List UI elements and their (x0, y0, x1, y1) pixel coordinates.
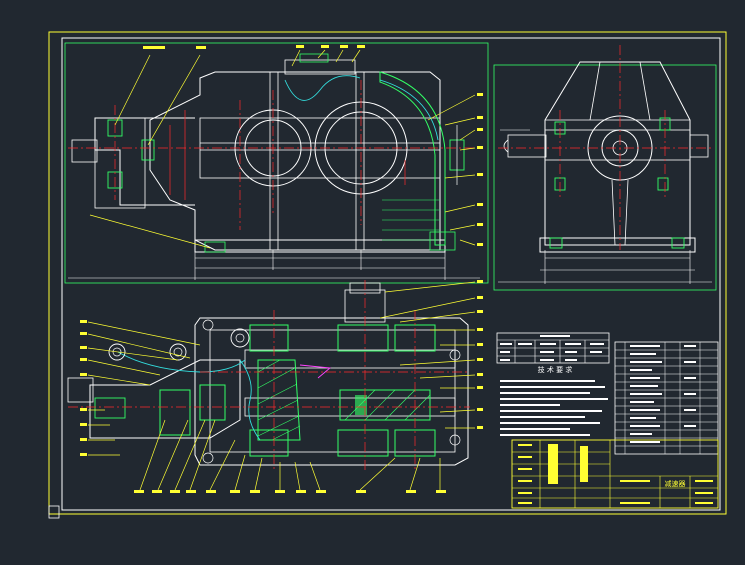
side-view (493, 45, 717, 291)
technical-notes: 技 术 要 求 (500, 365, 608, 436)
characteristics-table (496, 332, 610, 364)
section-view (67, 280, 483, 493)
title-block: 减速器 (511, 439, 719, 509)
drawing-frame (48, 31, 727, 519)
front-view (64, 42, 489, 284)
technical-notes-heading: 技 术 要 求 (538, 365, 573, 374)
parts-list (614, 341, 719, 455)
drawing-title: 减速器 (665, 479, 686, 488)
